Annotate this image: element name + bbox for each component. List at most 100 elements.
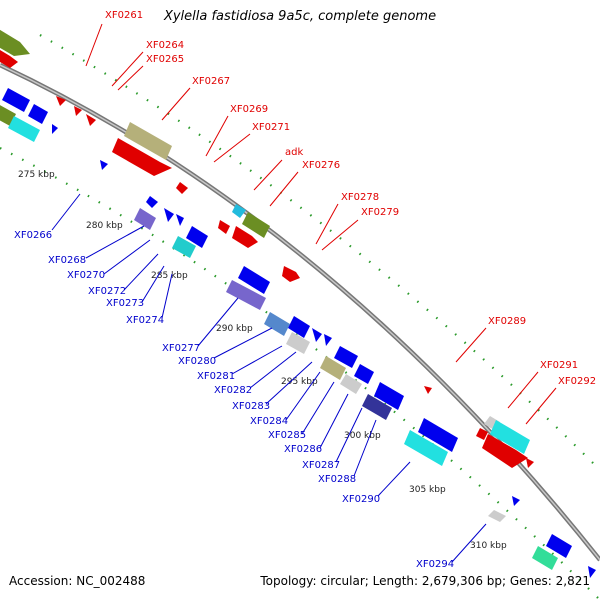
gene-reverse[interactable]: [488, 510, 506, 522]
gene-reverse[interactable]: [100, 160, 108, 170]
gene-reverse[interactable]: [164, 208, 174, 222]
forward-gene-label[interactable]: XF0289: [488, 316, 526, 327]
reverse-gene-label[interactable]: XF0286: [284, 444, 322, 455]
gene-forward[interactable]: [176, 182, 188, 194]
gene-reverse[interactable]: [28, 104, 48, 124]
forward-gene-label[interactable]: XF0261: [105, 10, 143, 21]
gene-forward[interactable]: [232, 204, 246, 218]
gene-reverse[interactable]: [134, 208, 156, 230]
reverse-gene-label[interactable]: XF0290: [342, 494, 380, 505]
reverse-gene-label[interactable]: XF0294: [416, 559, 454, 570]
reverse-gene-label[interactable]: XF0282: [214, 385, 252, 396]
gene-forward[interactable]: [56, 96, 66, 106]
gene-reverse[interactable]: [238, 266, 270, 294]
gene-forward[interactable]: [218, 220, 230, 234]
gene-reverse[interactable]: [226, 280, 266, 310]
forward-strand-genes: [0, 25, 534, 468]
gene-reverse[interactable]: [512, 496, 520, 506]
gene-forward[interactable]: [124, 122, 172, 160]
gene-reverse[interactable]: [286, 332, 310, 354]
gene-reverse[interactable]: [264, 312, 290, 336]
gene-forward[interactable]: [490, 420, 530, 454]
gene-forward[interactable]: [282, 266, 300, 282]
gene-reverse[interactable]: [312, 328, 322, 342]
reverse-gene-label[interactable]: XF0283: [232, 401, 270, 412]
gene-reverse[interactable]: [52, 124, 58, 134]
forward-gene-label[interactable]: XF0292: [558, 376, 596, 387]
gene-reverse[interactable]: [334, 346, 358, 368]
reverse-gene-label[interactable]: XF0268: [48, 255, 86, 266]
reverse-gene-label[interactable]: XF0274: [126, 315, 164, 326]
gene-forward[interactable]: [232, 226, 258, 248]
forward-gene-label[interactable]: XF0276: [302, 160, 340, 171]
gene-reverse[interactable]: [362, 394, 392, 420]
gene-reverse[interactable]: [8, 116, 40, 142]
reverse-gene-label[interactable]: XF0277: [162, 343, 200, 354]
reverse-gene-label[interactable]: XF0284: [250, 416, 288, 427]
reverse-gene-label[interactable]: XF0280: [178, 356, 216, 367]
gene-forward[interactable]: [74, 106, 82, 116]
kbp-label: 310 kbp: [470, 541, 507, 551]
reverse-gene-label[interactable]: XF0272: [88, 286, 126, 297]
gene-reverse[interactable]: [176, 214, 184, 226]
gene-forward[interactable]: [476, 428, 488, 440]
reverse-label-leader: [85, 225, 145, 259]
gene-reverse[interactable]: [354, 364, 374, 384]
reverse-label-leader: [451, 523, 487, 563]
reverse-gene-label[interactable]: XF0273: [106, 298, 144, 309]
reverse-label-leader: [161, 273, 173, 319]
forward-gene-label[interactable]: XF0291: [540, 360, 578, 371]
gene-reverse[interactable]: [320, 356, 346, 380]
reverse-label-leader: [301, 381, 335, 435]
reverse-gene-label[interactable]: XF0266: [14, 230, 52, 241]
gene-reverse[interactable]: [418, 418, 458, 452]
forward-gene-label[interactable]: XF0269: [230, 104, 268, 115]
gene-reverse[interactable]: [146, 196, 158, 208]
gene-reverse[interactable]: [172, 236, 196, 258]
gene-forward[interactable]: [86, 114, 96, 126]
gene-reverse[interactable]: [186, 226, 208, 248]
forward-gene-label[interactable]: adk: [285, 147, 303, 158]
gene-reverse[interactable]: [532, 546, 558, 570]
gene-reverse[interactable]: [2, 88, 30, 112]
gene-reverse[interactable]: [288, 316, 310, 338]
forward-label-leader: [253, 159, 283, 191]
gene-forward[interactable]: [242, 212, 270, 238]
reverse-label-leader: [103, 239, 151, 275]
genome-summary-text: Topology: circular; Length: 2,679,306 bp…: [260, 574, 590, 588]
gene-forward[interactable]: [424, 386, 432, 394]
gene-reverse[interactable]: [404, 430, 448, 466]
reverse-gene-label[interactable]: XF0270: [67, 270, 105, 281]
reverse-label-leader: [319, 393, 349, 449]
forward-gene-label[interactable]: XF0265: [146, 54, 184, 65]
forward-label-leader: [269, 171, 299, 207]
gene-forward[interactable]: [0, 50, 18, 68]
reverse-label-leader: [265, 361, 313, 405]
gene-reverse[interactable]: [374, 382, 404, 410]
gene-forward[interactable]: [526, 458, 534, 468]
forward-gene-label[interactable]: XF0278: [341, 192, 379, 203]
reverse-label-leader: [249, 351, 297, 389]
gene-reverse[interactable]: [324, 334, 332, 346]
reverse-gene-label[interactable]: XF0288: [318, 474, 356, 485]
gene-reverse[interactable]: [546, 534, 572, 558]
accession-text: Accession: NC_002488: [9, 574, 146, 588]
forward-gene-label[interactable]: XF0267: [192, 76, 230, 87]
gene-forward[interactable]: [0, 25, 30, 56]
forward-gene-label[interactable]: XF0264: [146, 40, 184, 51]
reverse-gene-label[interactable]: XF0287: [302, 460, 340, 471]
gene-reverse[interactable]: [588, 566, 596, 578]
gene-reverse[interactable]: [340, 374, 362, 394]
reverse-gene-label[interactable]: XF0285: [268, 430, 306, 441]
gene-forward[interactable]: [482, 434, 528, 468]
gene-forward[interactable]: [112, 138, 172, 176]
forward-gene-label[interactable]: XF0271: [252, 122, 290, 133]
forward-gene-label[interactable]: XF0279: [361, 207, 399, 218]
forward-label-leader: [525, 387, 557, 425]
kbp-label: 275 kbp: [18, 170, 55, 180]
reverse-gene-label[interactable]: XF0281: [197, 371, 235, 382]
forward-label-leader: [205, 115, 229, 157]
